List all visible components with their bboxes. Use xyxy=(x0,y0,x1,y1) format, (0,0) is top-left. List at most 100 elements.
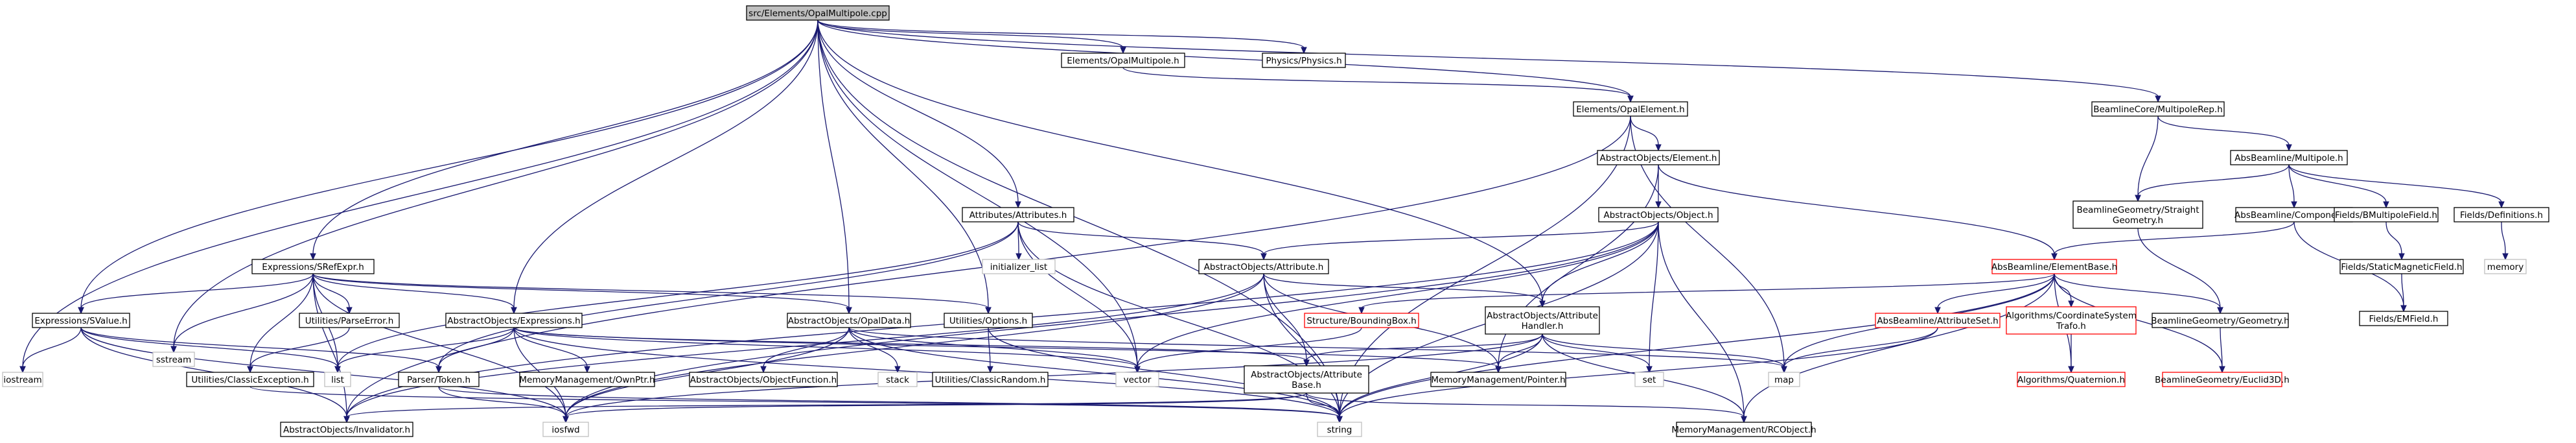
graph-node-n16[interactable]: initializer_list xyxy=(982,259,1056,274)
graph-node-root[interactable]: src/Elements/OpalMultipole.cpp xyxy=(746,5,890,21)
graph-node-n18[interactable]: Expressions/SRefExpr.h xyxy=(251,259,375,274)
node-label: Structure/BoundingBox.h xyxy=(1306,316,1416,326)
node-box xyxy=(1304,313,1419,328)
graph-node-n23[interactable]: BeamlineGeometry/Geometry.h xyxy=(2151,313,2290,328)
edge-arrowhead xyxy=(985,307,992,315)
node-box xyxy=(2072,200,2203,229)
node-label: Attributes/Attributes.h xyxy=(969,210,1067,221)
graph-node-n37[interactable]: stack xyxy=(877,372,918,387)
graph-node-n3[interactable]: Elements/OpalElement.h xyxy=(1573,101,1688,117)
edge-n4-n5 xyxy=(2157,115,2290,146)
graph-node-n42[interactable]: set xyxy=(1634,372,1664,387)
graph-node-n4[interactable]: BeamlineCore/MultipoleRep.h xyxy=(2091,101,2225,117)
edge-arrowhead xyxy=(1539,300,1546,308)
node-label: iostream xyxy=(3,375,41,385)
graph-node-n19[interactable]: AbstractObjects/Attribute.h xyxy=(1198,259,1329,274)
graph-node-n17[interactable]: AbsBeamline/ElementBase.h xyxy=(1991,259,2117,274)
graph-node-n33[interactable]: list xyxy=(324,372,351,387)
edge-n26-n32 xyxy=(249,327,350,368)
node-box xyxy=(2339,259,2464,274)
graph-node-n26[interactable]: Utilities/ParseError.h xyxy=(299,313,400,328)
edge-arrowhead xyxy=(1646,366,1653,374)
graph-node-n31[interactable]: iostream xyxy=(2,372,43,387)
edge-n29-n48 xyxy=(988,327,1340,418)
graph-node-n48[interactable]: string xyxy=(1317,422,1362,437)
graph-node-n11[interactable]: memory xyxy=(2484,259,2527,274)
node-label: MemoryManagement/Pointer.h xyxy=(1431,375,1565,385)
graph-node-n49[interactable]: MemoryManagement/RCObject.h xyxy=(1671,422,1816,437)
node-label: Expressions/SValue.h xyxy=(34,316,127,326)
node-label: AbsBeamline/Component.h xyxy=(2234,210,2354,221)
graph-node-n29[interactable]: Utilities/Options.h xyxy=(944,313,1033,328)
node-label: string xyxy=(1327,425,1352,435)
edge-arrowhead xyxy=(2068,300,2074,308)
node-label: BeamlineGeometry/Geometry.h xyxy=(2151,316,2289,326)
graph-node-n21[interactable]: AbsBeamline/AttributeSet.h xyxy=(1875,313,2001,328)
graph-node-n28[interactable]: AbstractObjects/OpalData.h xyxy=(787,313,911,328)
graph-node-n44[interactable]: Algorithms/Quaternion.h xyxy=(2017,372,2126,387)
graph-node-n9[interactable]: Fields/BMultipoleField.h xyxy=(2334,207,2439,222)
edge-arrowhead xyxy=(987,366,993,374)
graph-node-n10[interactable]: Fields/Definitions.h xyxy=(2454,207,2549,222)
node-label: AbstractObjects/Object.h xyxy=(1603,210,1713,221)
node-label: Utilities/Options.h xyxy=(949,316,1027,326)
graph-node-n36[interactable]: AbstractObjects/ObjectFunction.h xyxy=(689,372,838,387)
graph-node-n24[interactable]: Expressions/SValue.h xyxy=(32,313,130,328)
graph-node-n2[interactable]: Physics/Physics.h xyxy=(1262,53,1346,68)
graph-node-n27[interactable]: AbstractObjects/Expressions.h xyxy=(445,313,583,328)
graph-node-n12[interactable]: Fields/StaticMagneticField.h xyxy=(2339,259,2464,274)
edge-arrowhead xyxy=(1015,253,1022,261)
graph-node-n41[interactable]: MemoryManagement/Pointer.h xyxy=(1430,372,1566,387)
node-box xyxy=(1573,101,1688,117)
graph-node-n5[interactable]: AbsBeamline/Multipole.h xyxy=(2230,150,2348,165)
graph-node-n34[interactable]: Parser/Token.h xyxy=(398,372,480,387)
node-box xyxy=(2152,313,2289,328)
graph-node-n39[interactable]: vector xyxy=(1115,372,1159,387)
edge-n12-n13 xyxy=(2401,273,2404,307)
edge-n30-n43 xyxy=(1542,333,1785,368)
node-box xyxy=(1061,53,1185,68)
edge-arrowhead xyxy=(2498,201,2505,209)
node-box xyxy=(1676,422,1812,437)
graph-node-n6[interactable]: AbstractObjects/Element.h xyxy=(1597,150,1720,165)
node-box xyxy=(542,422,589,437)
node-label: stack xyxy=(886,375,909,385)
edge-arrowhead xyxy=(78,307,84,315)
node-box xyxy=(445,313,583,328)
node-box xyxy=(280,422,413,437)
graph-node-n14[interactable]: Attributes/Attributes.h xyxy=(962,207,1074,222)
node-box xyxy=(1597,150,1720,165)
graph-node-n38[interactable]: Utilities/ClassicRandom.h xyxy=(932,372,1049,387)
node-label: initializer_list xyxy=(990,262,1047,272)
graph-node-n47[interactable]: iosfwd xyxy=(542,422,589,437)
graph-node-n20[interactable]: Structure/BoundingBox.h xyxy=(1304,313,1419,328)
edge-n18-n46 xyxy=(312,273,347,418)
node-box xyxy=(1598,207,1719,222)
edge-arrowhead xyxy=(343,416,350,424)
edge-n24-n33 xyxy=(80,327,338,368)
graph-node-n45[interactable]: BeamlineGeometry/Euclid3D.h xyxy=(2155,372,2290,387)
graph-node-n35[interactable]: MemoryManagement/OwnPtr.h xyxy=(519,372,655,387)
graph-node-n46[interactable]: AbstractObjects/Invalidator.h xyxy=(280,422,413,437)
edge-n8-n17 xyxy=(2054,221,2295,255)
node-label: Physics/Physics.h xyxy=(1266,56,1341,66)
edge-n17-n45 xyxy=(2054,273,2223,368)
node-label: MemoryManagement/RCObject.h xyxy=(1671,425,1816,435)
graph-node-n1[interactable]: Elements/OpalMultipole.h xyxy=(1061,53,1185,68)
node-label: map xyxy=(1774,375,1794,385)
edge-arrowhead xyxy=(1015,201,1021,209)
edge-n15-n42 xyxy=(1649,221,1659,368)
graph-node-n43[interactable]: map xyxy=(1768,372,1800,387)
graph-node-n25[interactable]: sstream xyxy=(152,352,195,367)
node-label: AbstractObjects/Invalidator.h xyxy=(283,425,410,435)
graph-node-n15[interactable]: AbstractObjects/Object.h xyxy=(1598,207,1719,222)
graph-node-n32[interactable]: Utilities/ClassicException.h xyxy=(186,372,314,387)
graph-node-n13[interactable]: Fields/EMField.h xyxy=(2359,311,2448,326)
node-box xyxy=(2230,150,2348,165)
edge-arrowhead xyxy=(563,416,569,424)
